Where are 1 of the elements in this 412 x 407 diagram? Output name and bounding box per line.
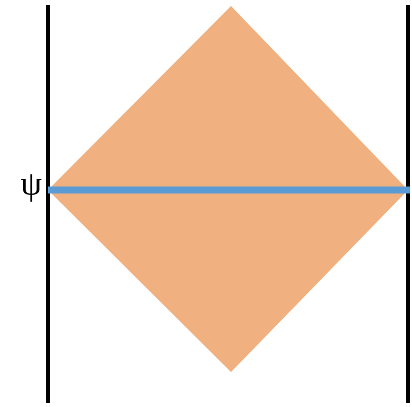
axis-label: ψ: [21, 174, 42, 202]
